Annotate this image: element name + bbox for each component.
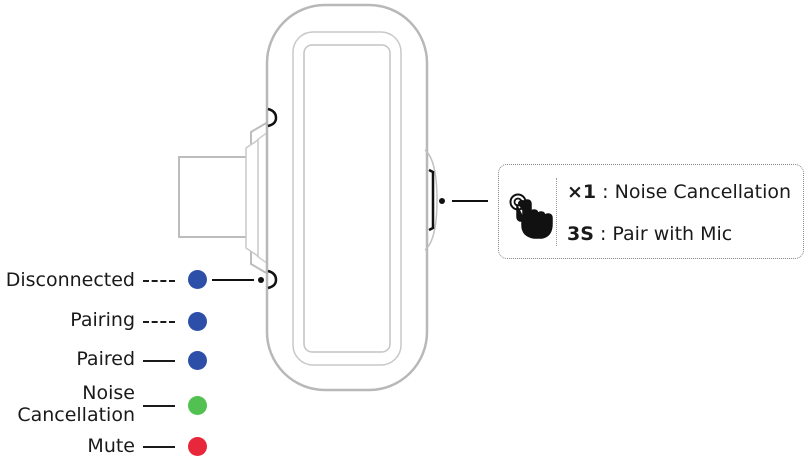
tap-hand-icon (509, 193, 553, 239)
legend-label-mute: Mute (87, 435, 135, 457)
legend-label-pairing: Pairing (70, 309, 135, 331)
press-once-key: ×1 (567, 181, 597, 203)
legend-dot-disconnected (188, 270, 207, 289)
led-bracket-top (267, 107, 278, 128)
callout-row-press-once: ×1 : Noise Cancellation (567, 181, 791, 203)
usb-plug (178, 156, 252, 238)
legend-label-paired: Paired (76, 348, 135, 370)
callout-row-hold: 3S : Pair with Mic (567, 223, 732, 245)
legend-dot-paired (188, 351, 207, 370)
legend-line-noise-cancellation (143, 405, 175, 407)
legend-label-noise-cancellation-1: Noise (82, 382, 135, 404)
legend-line-pairing (143, 321, 175, 323)
plug-side-left (245, 138, 259, 258)
hold-key: 3S (567, 223, 594, 245)
hold-action: : Pair with Mic (593, 223, 733, 245)
press-once-action: : Noise Cancellation (596, 181, 792, 203)
side-button (428, 168, 435, 232)
legend-dot-pairing (188, 312, 207, 331)
legend-line-paired (143, 360, 175, 362)
callout-separator (556, 178, 557, 246)
led-pointer-dot (258, 277, 264, 283)
legend-label-noise-cancellation-2: Cancellation (17, 404, 135, 426)
button-function-callout (498, 164, 804, 259)
device-body-inner (292, 31, 402, 366)
device-body (265, 3, 429, 392)
legend-line-mute (143, 446, 175, 448)
button-pointer-dot (439, 198, 445, 204)
device-panel (303, 44, 391, 353)
legend-label-disconnected: Disconnected (5, 269, 135, 291)
legend-line-disconnected (143, 280, 175, 282)
legend-dot-noise-cancellation (188, 396, 207, 415)
led-bracket-bottom (267, 269, 278, 290)
legend-dot-mute (188, 437, 207, 456)
side-button-housing (424, 149, 438, 251)
